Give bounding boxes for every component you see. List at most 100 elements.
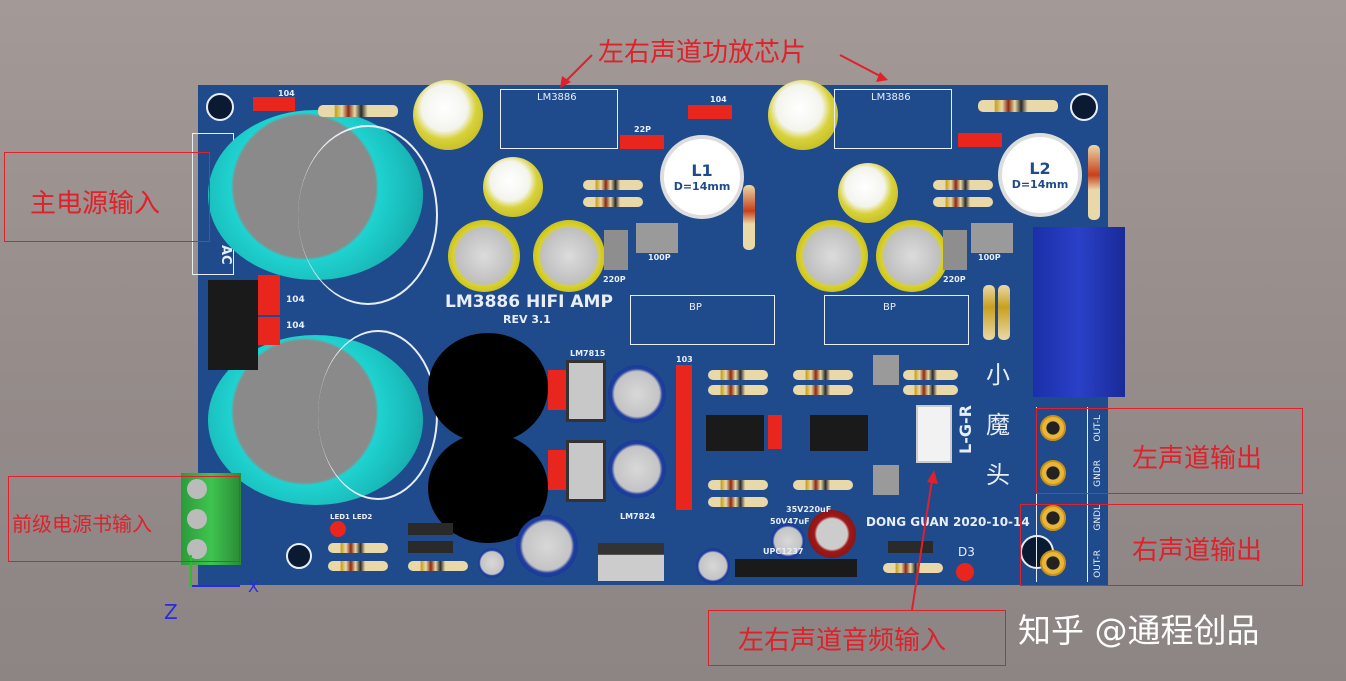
film-capacitor-220p <box>604 230 628 270</box>
l1-spec: D=14mm <box>673 180 731 193</box>
resistor <box>708 370 768 380</box>
film-capacitor-100p <box>636 223 678 253</box>
black-component <box>428 333 548 443</box>
brand-char: 头 <box>986 461 1010 489</box>
terminal-screw <box>187 479 207 499</box>
electrolytic-capacitor <box>808 510 856 558</box>
ac-label: AC <box>218 245 233 265</box>
l2-spec: D=14mm <box>1011 178 1069 191</box>
ic-lm3886-left: LM3886 <box>500 89 618 149</box>
electrolytic-capacitor <box>796 220 868 292</box>
annotation-left-out: 左声道输出 <box>1132 444 1263 474</box>
resistor <box>903 370 958 380</box>
capacitor <box>548 370 566 410</box>
electrolytic-capacitor <box>533 220 605 292</box>
annotation-chip: 左右声道功放芯片 <box>598 38 807 68</box>
arrow-line <box>839 54 881 77</box>
capacitor-104 <box>258 317 280 345</box>
electrolytic-capacitor <box>448 220 520 292</box>
annotation-box-audio-in <box>708 610 1006 666</box>
electrolytic-capacitor <box>696 548 730 584</box>
output-terminal-outline <box>1036 407 1088 582</box>
label-104: 104 <box>278 89 295 98</box>
terminal-screw <box>187 539 207 559</box>
resistor <box>933 197 993 207</box>
regulator-lm7815 <box>566 360 606 422</box>
resistor <box>903 385 958 395</box>
ic-lm3886-right: LM3886 <box>834 89 952 149</box>
inductor-l2: L2 D=14mm <box>998 133 1082 217</box>
x-axis-label: X <box>248 577 259 596</box>
label-104: 104 <box>286 295 305 305</box>
capacitor-104 <box>688 105 732 119</box>
led <box>330 521 346 537</box>
electrolytic-capacitor <box>771 523 805 559</box>
annotation-audio-in: 左右声道音频输入 <box>738 626 947 656</box>
board-revision: REV 3.1 <box>503 313 551 326</box>
audio-input-connector <box>916 405 952 463</box>
label-22p: 22P <box>634 125 651 134</box>
electrolytic-capacitor <box>838 163 898 223</box>
bp-label: BP <box>883 302 896 313</box>
regulator <box>566 440 606 502</box>
output-pad <box>1040 415 1066 441</box>
electrolytic-capacitor <box>516 515 578 577</box>
film-capacitor <box>873 465 899 495</box>
capacitor-22p <box>958 133 1002 147</box>
arrow-head <box>876 72 888 82</box>
board-title: LM3886 HIFI AMP <box>445 292 613 312</box>
electrolytic-capacitor <box>608 365 666 423</box>
brand-char: 魔 <box>986 411 1010 439</box>
annotation-box-main-power <box>4 152 210 242</box>
electrolytic-capacitor <box>876 220 948 292</box>
pre-power-terminal <box>181 473 241 565</box>
output-relay-block <box>1033 227 1125 397</box>
arrow-head <box>927 470 938 484</box>
inductor-l1: L1 D=14mm <box>660 135 744 219</box>
capacitor-22p <box>620 135 664 149</box>
electrolytic-capacitor <box>483 157 543 217</box>
resistor <box>318 105 398 117</box>
regulator-label: LM7815 <box>570 349 606 358</box>
led-d3 <box>956 563 974 581</box>
label-100p: 100P <box>978 253 1001 262</box>
resistor <box>883 563 943 573</box>
regulator-label: LM7824 <box>620 512 656 521</box>
resistor <box>933 180 993 190</box>
annotation-box-left-out <box>1036 408 1303 494</box>
electrolytic-capacitor <box>768 80 838 150</box>
pcb-board: AC 104 104 104 LM3886 LM3886 104 22P L1 … <box>192 80 1125 585</box>
film-capacitor-220p <box>943 230 967 270</box>
label-220p: 220P <box>603 275 626 284</box>
upc1237-ic <box>735 559 857 577</box>
resistor <box>583 197 643 207</box>
diode <box>408 523 453 535</box>
mount-hole <box>206 93 234 121</box>
resistor <box>583 180 643 190</box>
film-capacitor <box>873 355 899 385</box>
bp-capacitor-outline: BP <box>824 295 969 345</box>
regulator-lm7824 <box>598 543 664 581</box>
output-pad <box>1040 460 1066 486</box>
bp-label: BP <box>689 302 702 313</box>
diode <box>408 541 453 553</box>
resistor <box>708 480 768 490</box>
label-104: 104 <box>286 321 305 331</box>
annotation-pre-power: 前级电源书输入 <box>12 512 152 536</box>
op-amp-ic <box>810 415 868 451</box>
bp-capacitor-outline: BP <box>630 295 775 345</box>
resistor <box>983 285 995 340</box>
capacitor <box>548 450 566 490</box>
resistor <box>978 100 1058 112</box>
label-220p: 220P <box>943 275 966 284</box>
brand-char: 小 <box>986 361 1010 389</box>
arrow-line <box>564 54 593 83</box>
resistor <box>408 561 468 571</box>
capacitor-104 <box>253 97 295 111</box>
electrolytic-capacitor <box>413 80 483 150</box>
l1-label: L1 <box>691 161 713 180</box>
l2-label: L2 <box>1029 159 1051 178</box>
film-capacitor-100p <box>971 223 1013 253</box>
watermark: 知乎 @通程创品 <box>1018 611 1260 650</box>
